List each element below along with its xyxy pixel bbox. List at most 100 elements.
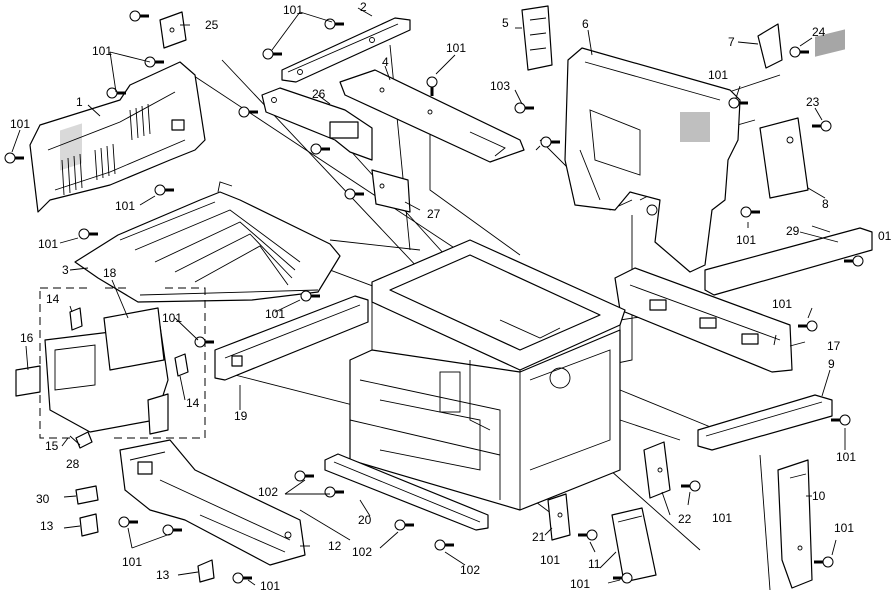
callout-12: 12 — [328, 539, 342, 553]
callout-6: 6 — [582, 17, 589, 31]
callout-17: 17 — [827, 339, 841, 353]
callout-101: 101 — [708, 68, 728, 82]
callout-15: 15 — [45, 439, 59, 453]
callout-101: 101 — [772, 297, 792, 311]
callout-29: 29 — [786, 224, 800, 238]
screw — [578, 529, 598, 541]
part-30-clip — [75, 485, 99, 505]
screw — [814, 556, 834, 568]
main-body-frame — [349, 239, 626, 511]
screw — [300, 290, 320, 302]
screw — [681, 480, 701, 492]
screw — [728, 97, 748, 109]
callout-11: 11 — [588, 557, 601, 571]
callout-101: 101 — [540, 553, 560, 567]
part-4-top-plate — [339, 69, 525, 163]
callout-14a: 14 — [46, 292, 60, 306]
callout-101: 101 — [115, 199, 135, 213]
callout-10: 10 — [812, 489, 826, 503]
screw — [310, 143, 330, 155]
callout-101: 01 — [878, 229, 892, 243]
callout-9: 9 — [828, 357, 835, 371]
part-1-left-cover — [29, 61, 206, 213]
screw — [118, 516, 138, 528]
part-21-bracket — [547, 493, 571, 541]
callout-25: 25 — [205, 18, 219, 32]
part-10-side-bracket — [777, 459, 813, 589]
screw — [232, 572, 252, 584]
callout-101: 101 — [10, 117, 30, 131]
callout-102: 102 — [258, 485, 278, 499]
front-panel-group — [15, 287, 206, 449]
part-2-top-rail — [281, 17, 411, 83]
callout-101: 101 — [836, 450, 856, 464]
callout-101: 101 — [283, 3, 303, 17]
part-13b-clip — [197, 559, 215, 583]
callout-20: 20 — [358, 513, 372, 527]
part-11-bracket — [611, 507, 657, 583]
callout-13b: 13 — [156, 568, 170, 582]
callout-101: 101 — [712, 511, 732, 525]
screw — [262, 48, 282, 60]
callout-14b: 14 — [186, 396, 200, 410]
screw — [324, 486, 344, 498]
screw — [613, 572, 633, 584]
part-17-side-rail — [614, 267, 793, 373]
callout-26: 26 — [312, 87, 326, 101]
callout-2: 2 — [360, 0, 367, 14]
callout-102: 102 — [460, 563, 480, 577]
callout-19: 19 — [234, 409, 248, 423]
callout-3: 3 — [62, 263, 69, 277]
part-3-top-cover — [74, 181, 341, 303]
callout-5: 5 — [502, 16, 509, 30]
part-6-rear-frame — [564, 47, 741, 273]
callout-24: 24 — [812, 25, 826, 39]
screw — [831, 414, 851, 426]
callout-101: 101 — [834, 521, 854, 535]
screw — [789, 46, 809, 58]
callout-21: 21 — [532, 530, 546, 544]
screw — [514, 102, 534, 114]
callout-23: 23 — [806, 95, 820, 109]
screw — [129, 10, 149, 22]
callout-101: 101 — [92, 44, 112, 58]
part-13a-clip — [79, 513, 99, 537]
screw — [434, 539, 454, 551]
callout-1: 1 — [76, 95, 83, 109]
screw — [294, 470, 314, 482]
screw — [154, 184, 174, 196]
screw — [740, 206, 760, 218]
callout-7: 7 — [728, 35, 735, 49]
part-26-plate — [261, 87, 373, 161]
callout-101: 101 — [38, 237, 58, 251]
callout-18: 18 — [103, 266, 117, 280]
callout-labels: 1 2 3 4 5 6 7 8 9 10 11 12 13 13 14 14 1… — [10, 0, 892, 593]
callout-22: 22 — [678, 512, 692, 526]
part-5-bracket — [521, 5, 553, 71]
part-19-front-rail — [214, 295, 369, 381]
callout-30: 30 — [36, 492, 50, 506]
screw — [812, 120, 832, 132]
screw — [106, 87, 126, 99]
part-8-plate — [759, 117, 809, 199]
callout-101: 101 — [260, 579, 280, 593]
part-22-bracket — [643, 441, 671, 499]
screw — [394, 519, 414, 531]
screw — [844, 255, 864, 267]
screw — [4, 152, 24, 164]
callout-102: 102 — [352, 545, 372, 559]
part-27-bracket — [371, 169, 411, 213]
callout-101: 101 — [162, 311, 182, 325]
callout-13a: 13 — [40, 519, 54, 533]
callout-28: 28 — [66, 457, 80, 471]
screw — [162, 524, 182, 536]
part-20-front-bar — [324, 453, 489, 531]
callout-103: 103 — [490, 79, 510, 93]
callout-101: 101 — [570, 577, 590, 591]
callout-8: 8 — [822, 197, 829, 211]
part-9-lower-rail — [697, 394, 833, 451]
screw — [540, 136, 560, 148]
part-7-bracket — [757, 23, 783, 69]
part-29-long-cover — [704, 29, 873, 296]
